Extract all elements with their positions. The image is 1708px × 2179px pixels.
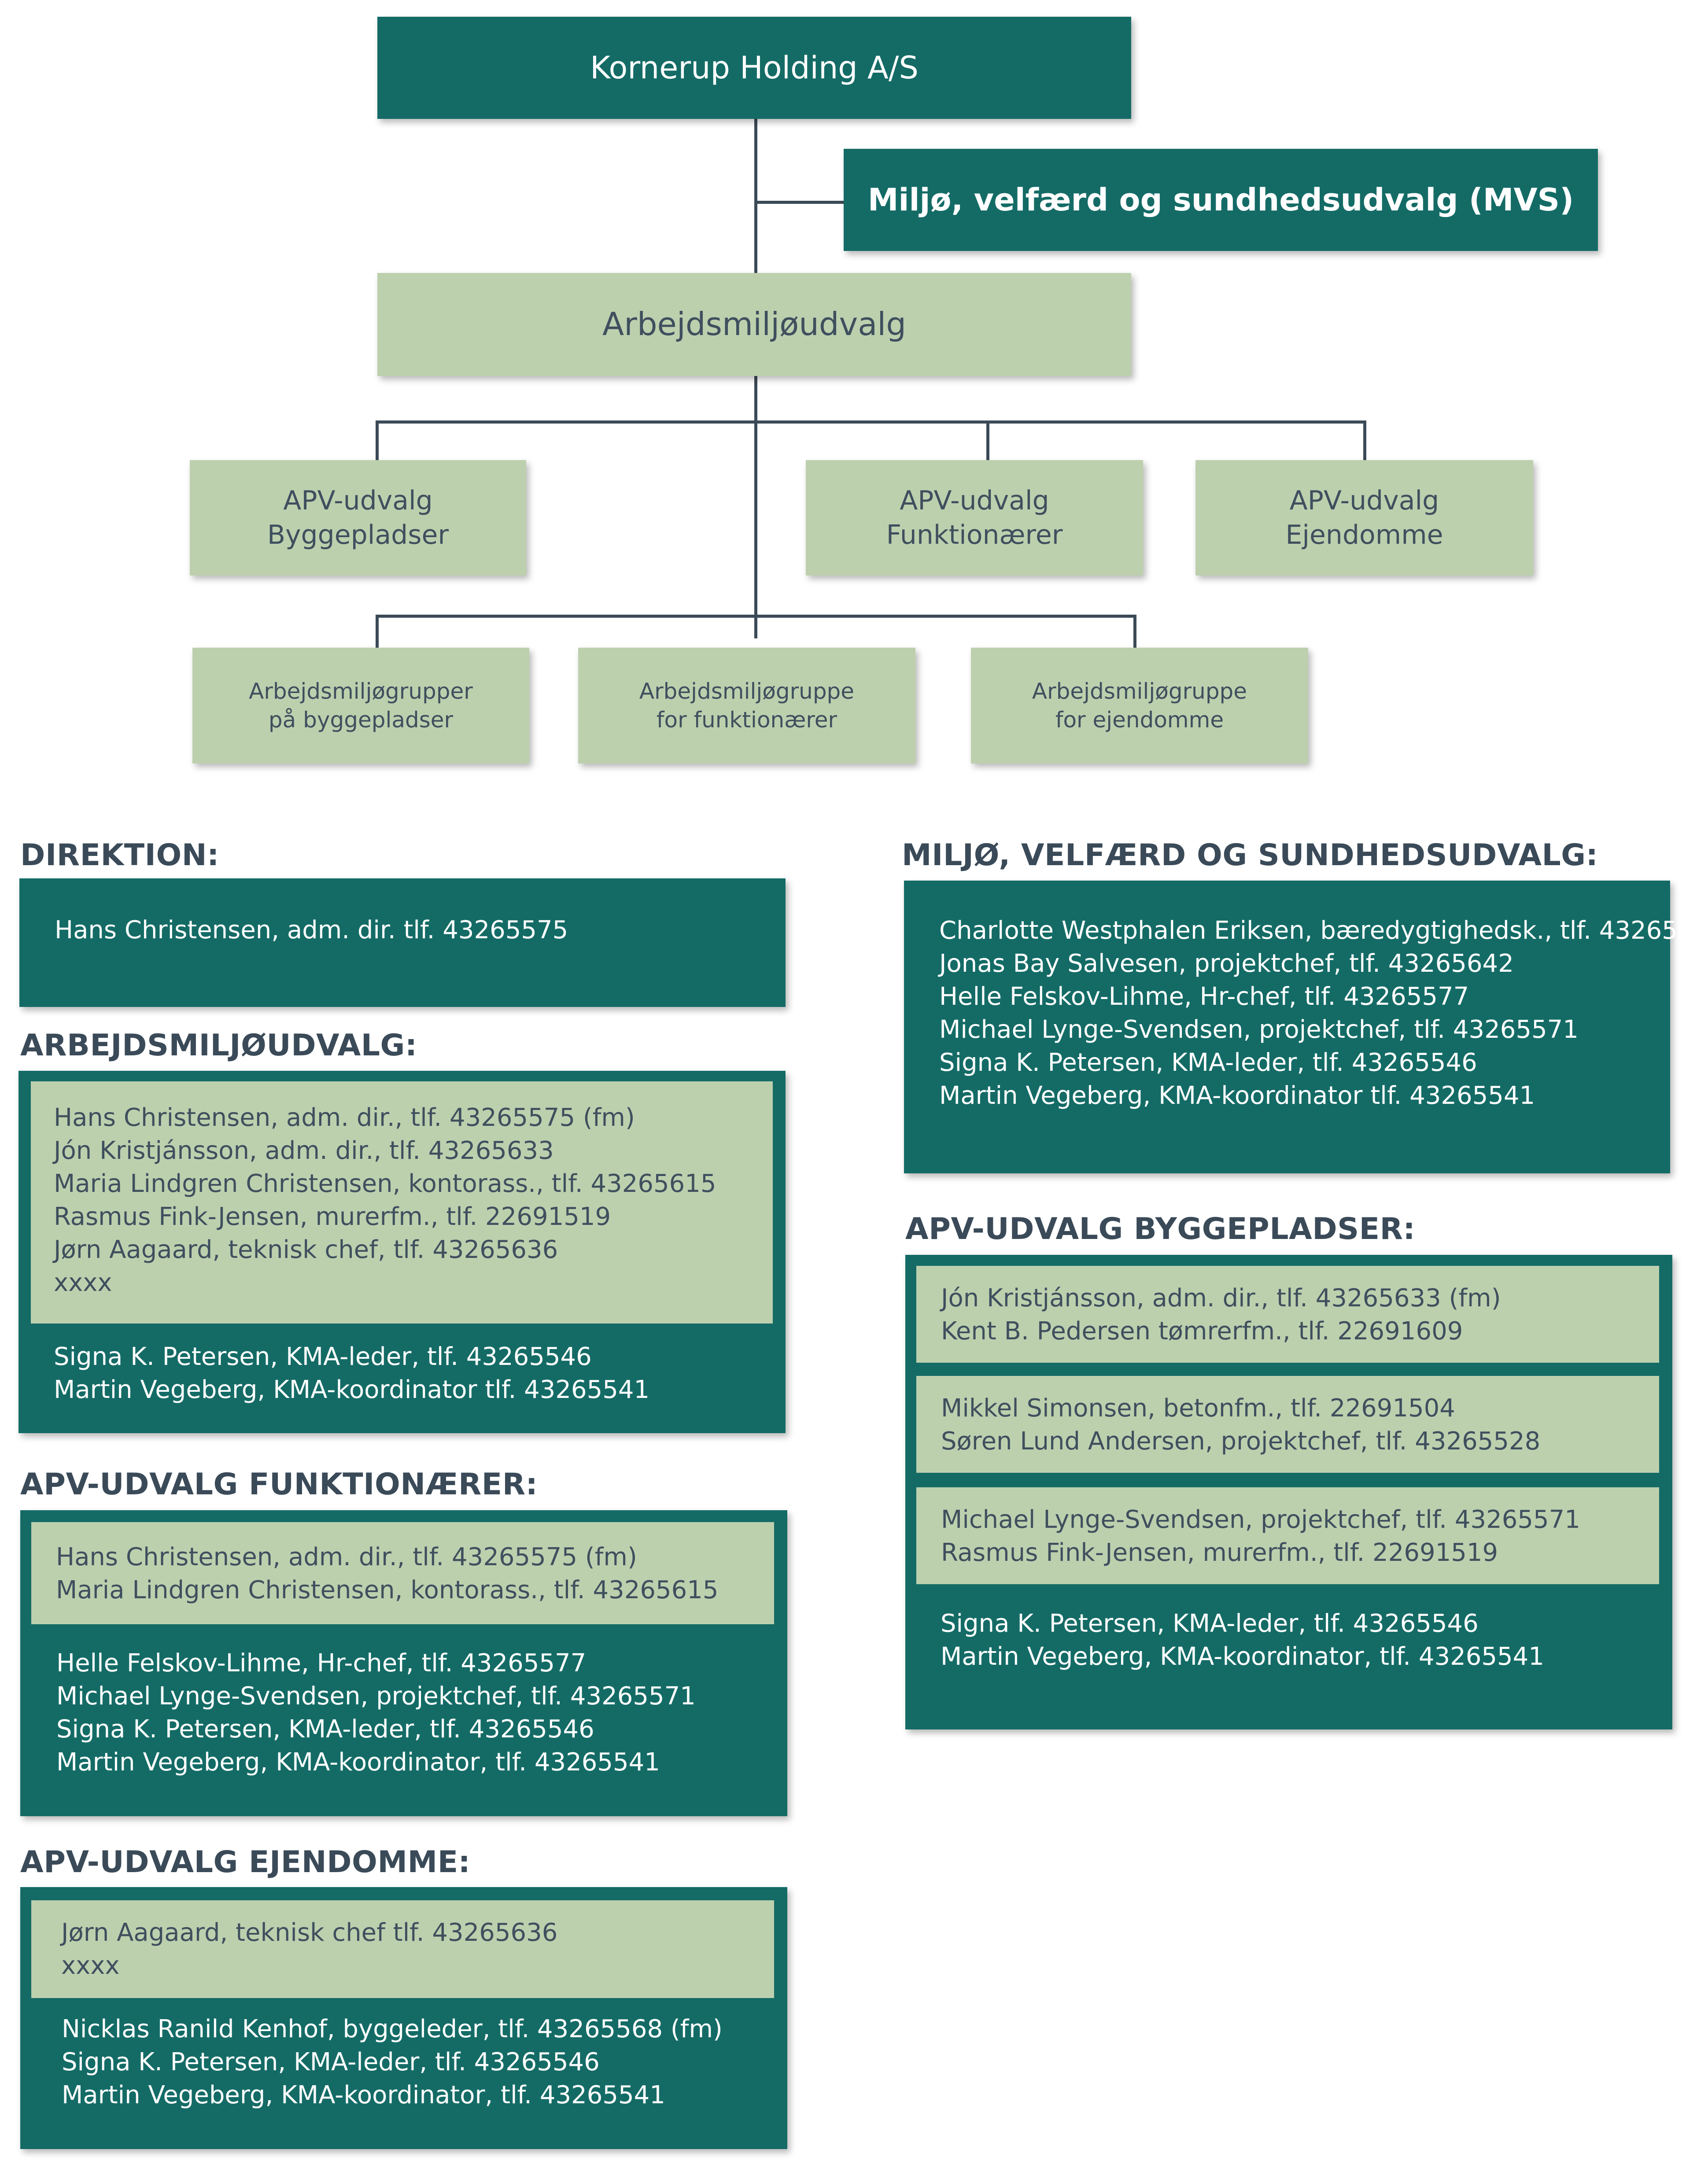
- apv-box-line-1: APV-udvalg: [1289, 485, 1439, 516]
- group-box-line-2: for ejendomme: [1055, 707, 1224, 733]
- connector-mvs: [754, 201, 847, 204]
- member-line: Mikkel Simonsen, betonfm., tlf. 22691504: [941, 1394, 1455, 1423]
- member-line: Søren Lund Andersen, projektchef, tlf. 4…: [941, 1427, 1541, 1456]
- member-line: Michael Lynge-Svendsen, projektchef, tlf…: [941, 1505, 1580, 1534]
- apv-box-byggepladser: APV-udvalg Byggepladser: [190, 460, 526, 575]
- holding-label: Kornerup Holding A/S: [590, 49, 919, 86]
- amu-box: Arbejdsmiljøudvalg: [377, 273, 1131, 376]
- amu-inner: Hans Christensen, adm. dir., tlf. 432655…: [31, 1081, 773, 1324]
- member-line: Jonas Bay Salvesen, projektchef, tlf. 43…: [939, 949, 1514, 978]
- apv-box-line-1: APV-udvalg: [283, 485, 433, 516]
- connector-trunk: [754, 119, 757, 638]
- apv-box-line-1: APV-udvalg: [900, 485, 1049, 516]
- amu-label: Arbejdsmiljøudvalg: [602, 306, 907, 343]
- group-box-byggepladser: Arbejdsmiljøgrupper på byggepladser: [192, 648, 529, 763]
- member-line: xxxx: [61, 1951, 120, 1980]
- apv-byggepladser-heading: APV-UDVALG BYGGEPLADSER:: [905, 1212, 1416, 1246]
- apv-box-ejendomme: APV-udvalg Ejendomme: [1195, 460, 1533, 575]
- group-box-line-2: for funktionærer: [656, 707, 837, 733]
- mvs-panel: Charlotte Westphalen Eriksen, bæredygtig…: [904, 881, 1708, 1173]
- member-line: Jón Kristjánsson, adm. dir., tlf. 432656…: [54, 1136, 554, 1165]
- member-line: Hans Christensen, adm. dir., tlf. 432655…: [54, 1103, 635, 1132]
- connector-group-3: [1133, 615, 1136, 648]
- member-line: Kent B. Pedersen tømrerfm., tlf. 2269160…: [941, 1317, 1463, 1346]
- member-line: Jørn Aagaard, teknisk chef, tlf. 4326563…: [54, 1235, 558, 1264]
- group-box-funktionaerer: Arbejdsmiljøgruppe for funktionærer: [578, 648, 915, 763]
- apv-funktionaerer-inner: Hans Christensen, adm. dir., tlf. 432655…: [31, 1522, 774, 1624]
- holding-box: Kornerup Holding A/S: [377, 17, 1131, 119]
- mvs-heading: MILJØ, VELFÆRD OG SUNDHEDSUDVALG:: [902, 838, 1598, 873]
- member-line: Helle Felskov-Lihme, Hr-chef, tlf. 43265…: [56, 1649, 587, 1678]
- member-line: Hans Christensen, adm. dir., tlf. 432655…: [56, 1543, 637, 1571]
- mvs-label: Miljø, velfærd og sundhedsudvalg (MVS): [867, 181, 1574, 218]
- member-line: Charlotte Westphalen Eriksen, bæredygtig…: [939, 916, 1708, 945]
- apv-byggepladser-inner-1: Jón Kristjánsson, adm. dir., tlf. 432656…: [916, 1266, 1659, 1363]
- group-box-line-1: Arbejdsmiljøgrupper: [249, 678, 473, 704]
- apv-box-line-2: Byggepladser: [267, 520, 449, 550]
- member-line: Signa K. Petersen, KMA-leder, tlf. 43265…: [62, 2048, 600, 2076]
- apv-box-line-2: Funktionærer: [886, 520, 1063, 550]
- group-box-line-1: Arbejdsmiljøgruppe: [639, 678, 855, 704]
- group-box-line-2: på byggepladser: [268, 707, 454, 733]
- connector-group-1: [376, 615, 379, 648]
- member-line: Signa K. Petersen, KMA-leder, tlf. 43265…: [54, 1342, 592, 1371]
- member-line: Michael Lynge-Svendsen, projektchef, tlf…: [56, 1682, 696, 1711]
- direktion-panel: Hans Christensen, adm. dir. tlf. 4326557…: [19, 878, 786, 1007]
- connector-apv-1: [376, 420, 379, 460]
- apv-byggepladser-panel: Jón Kristjánsson, adm. dir., tlf. 432656…: [905, 1255, 1672, 1729]
- member-line: Martin Vegeberg, KMA-koordinator tlf. 43…: [939, 1081, 1535, 1110]
- member-line: Signa K. Petersen, KMA-leder, tlf. 43265…: [939, 1048, 1477, 1077]
- member-line: Maria Lindgren Christensen, kontorass., …: [56, 1576, 719, 1604]
- amu-heading: ARBEJDSMILJØUDVALG:: [20, 1028, 417, 1063]
- member-line: Jørn Aagaard, teknisk chef tlf. 43265636: [61, 1918, 558, 1947]
- apv-funktionaerer-heading: APV-UDVALG FUNKTIONÆRER:: [20, 1467, 538, 1502]
- group-box-ejendomme: Arbejdsmiljøgruppe for ejendomme: [971, 648, 1308, 763]
- direktion-line: Hans Christensen, adm. dir. tlf. 4326557…: [55, 916, 568, 944]
- member-line: xxxx: [54, 1268, 112, 1297]
- member-line: Michael Lynge-Svendsen, projektchef, tlf…: [939, 1015, 1579, 1044]
- connector-apv-2: [986, 420, 989, 460]
- mvs-box: Miljø, velfærd og sundhedsudvalg (MVS): [844, 149, 1598, 251]
- member-line: Martin Vegeberg, KMA-koordinator, tlf. 4…: [941, 1642, 1544, 1671]
- apv-ejendomme-heading: APV-UDVALG EJENDOMME:: [20, 1845, 471, 1880]
- group-box-line-1: Arbejdsmiljøgruppe: [1032, 678, 1247, 704]
- member-line: Maria Lindgren Christensen, kontorass., …: [54, 1169, 716, 1198]
- member-line: Rasmus Fink-Jensen, murerfm., tlf. 22691…: [941, 1538, 1498, 1567]
- member-line: Martin Vegeberg, KMA-koordinator tlf. 43…: [54, 1375, 650, 1404]
- direktion-heading: DIREKTION:: [20, 838, 219, 873]
- member-line: Martin Vegeberg, KMA-koordinator, tlf. 4…: [62, 2081, 665, 2109]
- apv-byggepladser-inner-3: Michael Lynge-Svendsen, projektchef, tlf…: [916, 1487, 1659, 1584]
- apv-box-line-2: Ejendomme: [1285, 520, 1443, 550]
- member-line: Rasmus Fink-Jensen, murerfm., tlf. 22691…: [54, 1202, 611, 1231]
- member-line: Helle Felskov-Lihme, Hr-chef, tlf. 43265…: [939, 982, 1469, 1011]
- connector-apv-bar: [376, 420, 1366, 424]
- apv-ejendomme-panel: Jørn Aagaard, teknisk chef tlf. 43265636…: [20, 1887, 787, 2149]
- apv-funktionaerer-panel: Hans Christensen, adm. dir., tlf. 432655…: [20, 1510, 787, 1816]
- apv-ejendomme-inner: Jørn Aagaard, teknisk chef tlf. 43265636…: [31, 1900, 774, 1998]
- member-line: Martin Vegeberg, KMA-koordinator, tlf. 4…: [56, 1748, 660, 1777]
- member-line: Jón Kristjánsson, adm. dir., tlf. 432656…: [941, 1284, 1501, 1313]
- connector-apv-3: [1363, 420, 1366, 460]
- member-line: Signa K. Petersen, KMA-leder, tlf. 43265…: [56, 1715, 594, 1744]
- apv-box-funktionaerer: APV-udvalg Funktionærer: [806, 460, 1143, 575]
- member-line: Signa K. Petersen, KMA-leder, tlf. 43265…: [941, 1609, 1479, 1638]
- member-line: Nicklas Ranild Kenhof, byggeleder, tlf. …: [62, 2015, 723, 2043]
- connector-group-bar: [376, 615, 1136, 618]
- apv-byggepladser-inner-2: Mikkel Simonsen, betonfm., tlf. 22691504…: [916, 1376, 1659, 1473]
- amu-panel: Hans Christensen, adm. dir., tlf. 432655…: [18, 1071, 786, 1433]
